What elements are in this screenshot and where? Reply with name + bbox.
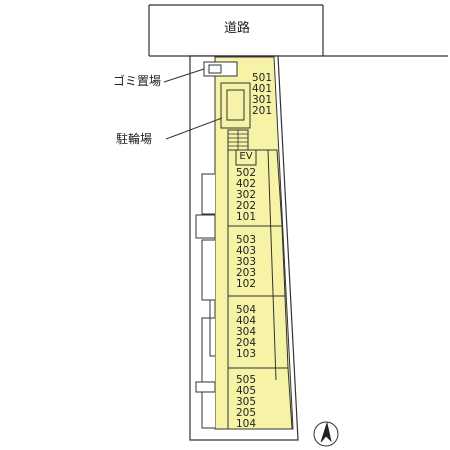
trash-leader-line [163,68,205,83]
unit-stack-5: 505 405 305 205 104 [236,375,256,430]
stairs [227,129,249,151]
bike-leader-line [165,117,223,140]
north-arrow-pointer [320,421,332,443]
unit-number: 101 [236,211,257,223]
unit-number: 204 [236,337,257,349]
unit-number: 203 [236,267,257,279]
balcony-1 [201,173,215,215]
wall-step-3 [195,381,215,393]
unit-stack-3: 503 403 303 203 102 [236,235,256,290]
unit-stack-4: 504 404 304 204 103 [236,305,256,360]
bicycle-parking-label: 駐輪場 [116,132,153,146]
balcony-4 [201,391,215,429]
unit-block-5 [227,367,293,430]
balcony-2 [201,239,215,301]
unit-stack-1: 501 401 301 201 [252,73,272,117]
elevator-box [235,149,257,166]
unit-number: 102 [236,278,257,290]
unit-number: 304 [236,326,257,338]
north-arrow-icon [313,421,339,447]
unit-number: 303 [236,256,257,268]
unit-number: 305 [236,396,257,408]
bicycle-parking-inner [226,89,245,121]
unit-number: 402 [236,178,257,190]
unit-number: 301 [252,94,273,106]
road-label: 道路 [224,21,251,36]
unit-number: 401 [252,83,273,95]
unit-number: 505 [236,374,257,386]
road [148,4,448,57]
unit-number: 403 [236,245,257,257]
unit-number: 504 [236,304,257,316]
unit-number: 404 [236,315,257,327]
wall-step-2 [209,299,215,357]
trash-area-label: ゴミ置場 [113,74,162,88]
unit-number: 302 [236,189,257,201]
corridor-line [267,149,277,381]
unit-stack-2: 502 402 302 202 101 [236,168,256,223]
unit-number: 502 [236,167,257,179]
elevator-label: EV [239,151,253,162]
unit-number: 103 [236,348,257,360]
unit-number: 405 [236,385,257,397]
building [195,56,294,430]
unit-number: 205 [236,407,257,419]
unit-number: 104 [236,418,257,430]
balcony-3 [201,317,215,383]
unit-number: 501 [252,72,273,84]
wall-step-1 [195,214,215,239]
unit-number: 201 [252,105,273,117]
unit-number: 503 [236,234,257,246]
trash-area-inner [208,64,222,74]
unit-number: 202 [236,200,257,212]
